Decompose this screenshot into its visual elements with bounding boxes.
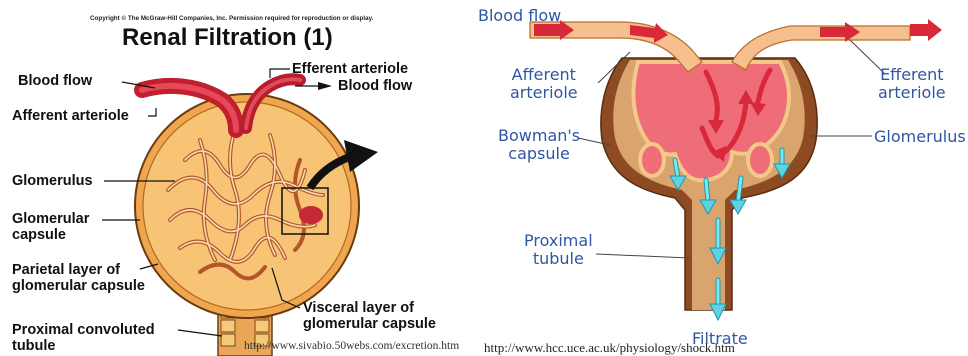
label-afferent-arteriole: Afferent arteriole: [12, 108, 129, 124]
label-afferent-arteriole-right: Afferent arteriole: [510, 66, 578, 102]
label-blood-flow-in: Blood flow: [18, 73, 92, 89]
label-blood-flow-out: Blood flow: [338, 78, 412, 94]
label-parietal-layer: Parietal layer of glomerular capsule: [12, 262, 145, 294]
label-blood-flow: Blood flow: [478, 7, 561, 25]
label-visceral-layer: Visceral layer of glomerular capsule: [303, 300, 436, 332]
label-efferent-arteriole: Efferent arteriole: [292, 61, 408, 77]
label-glomerular-capsule: Glomerular capsule: [12, 211, 89, 243]
left-source-url: http://www.sivabio.50webs.com/excretion.…: [244, 340, 459, 352]
right-diagram-panel: Blood flow Afferent arteriole Efferent a…: [470, 0, 968, 356]
label-proximal-convoluted-tubule: Proximal convoluted tubule: [12, 322, 155, 354]
left-diagram-panel: Copyright © The McGraw-Hill Companies, I…: [0, 0, 470, 356]
left-title: Renal Filtration (1): [122, 24, 333, 52]
label-glomerulus-right: Glomerulus: [874, 128, 966, 146]
copyright-notice: Copyright © The McGraw-Hill Companies, I…: [90, 15, 373, 22]
label-efferent-arteriole-right: Efferent arteriole: [878, 66, 946, 102]
right-source-url: http://www.hcc.uce.ac.uk/physiology/shoc…: [484, 340, 735, 356]
right-renal-corpuscle-diagram: [470, 0, 968, 356]
label-proximal-tubule: Proximal tubule: [524, 232, 593, 268]
label-bowmans-capsule: Bowman's capsule: [498, 127, 580, 163]
label-glomerulus: Glomerulus: [12, 173, 93, 189]
